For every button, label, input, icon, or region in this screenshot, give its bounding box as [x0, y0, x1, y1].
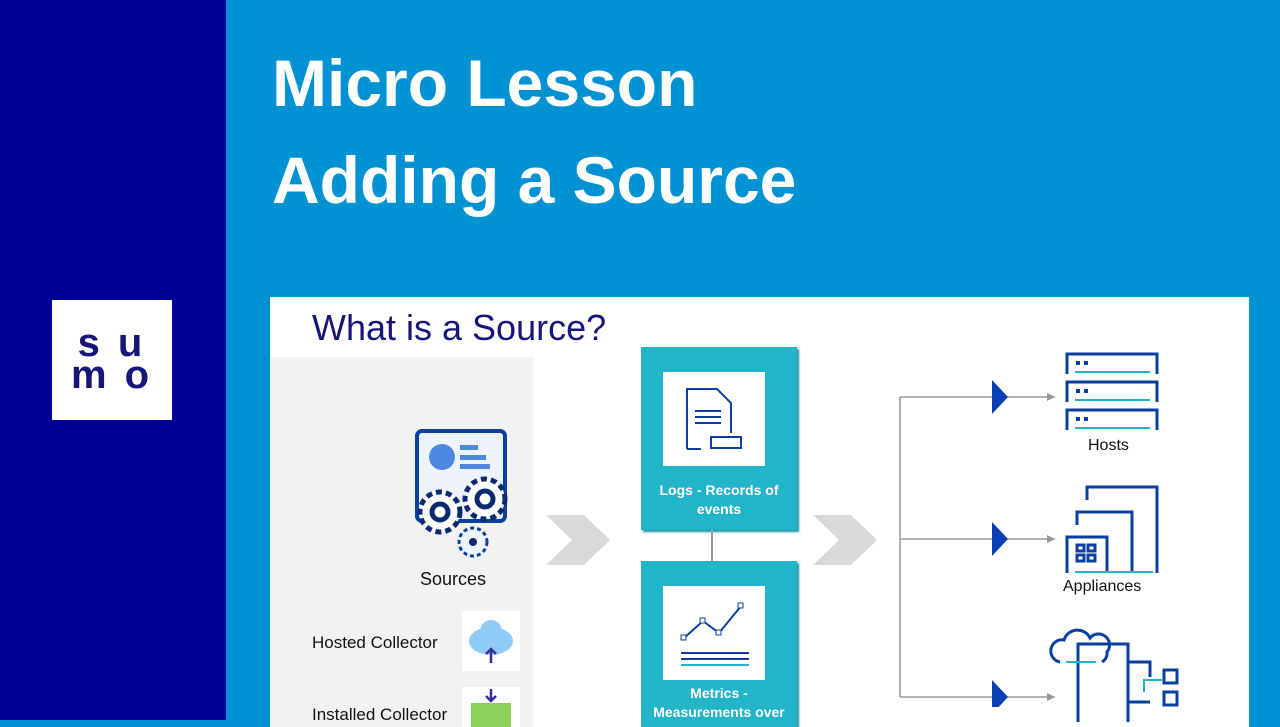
metrics-box: Metrics - Measurements over — [641, 561, 797, 727]
appliances-icon — [1065, 485, 1159, 573]
logs-box: Logs - Records of events — [641, 347, 797, 530]
document-icon — [686, 388, 742, 450]
chevron-arrow-icon — [813, 515, 877, 565]
branch-arrows — [899, 380, 1055, 707]
slide-image: What is a Source? Sources Hosted Collect… — [270, 297, 1249, 727]
logo-line1: su — [77, 321, 161, 365]
sources-icon — [415, 429, 508, 558]
server-rack-icon — [1065, 352, 1159, 430]
hosted-collector-label: Hosted Collector — [312, 633, 438, 652]
metrics-label: Metrics - Measurements over — [653, 685, 785, 720]
sources-label: Sources — [420, 569, 487, 589]
installed-collector-label: Installed Collector — [312, 705, 448, 724]
logs-label: Logs - Records of events — [659, 482, 779, 517]
appliances-label: Appliances — [1063, 578, 1142, 595]
server-download-icon — [462, 687, 520, 727]
title-line1: Micro Lesson — [272, 46, 698, 120]
cloud-network-icon — [1049, 628, 1179, 722]
cloud-upload-icon — [462, 611, 520, 671]
logo-line2: mo — [71, 353, 167, 397]
hosts-label: Hosts — [1088, 437, 1129, 454]
title-line2: Adding a Source — [272, 143, 797, 217]
connector-line — [711, 530, 713, 561]
chevron-arrow-icon — [546, 515, 610, 565]
line-chart-icon — [680, 602, 749, 666]
slide-title: What is a Source? — [312, 307, 607, 348]
